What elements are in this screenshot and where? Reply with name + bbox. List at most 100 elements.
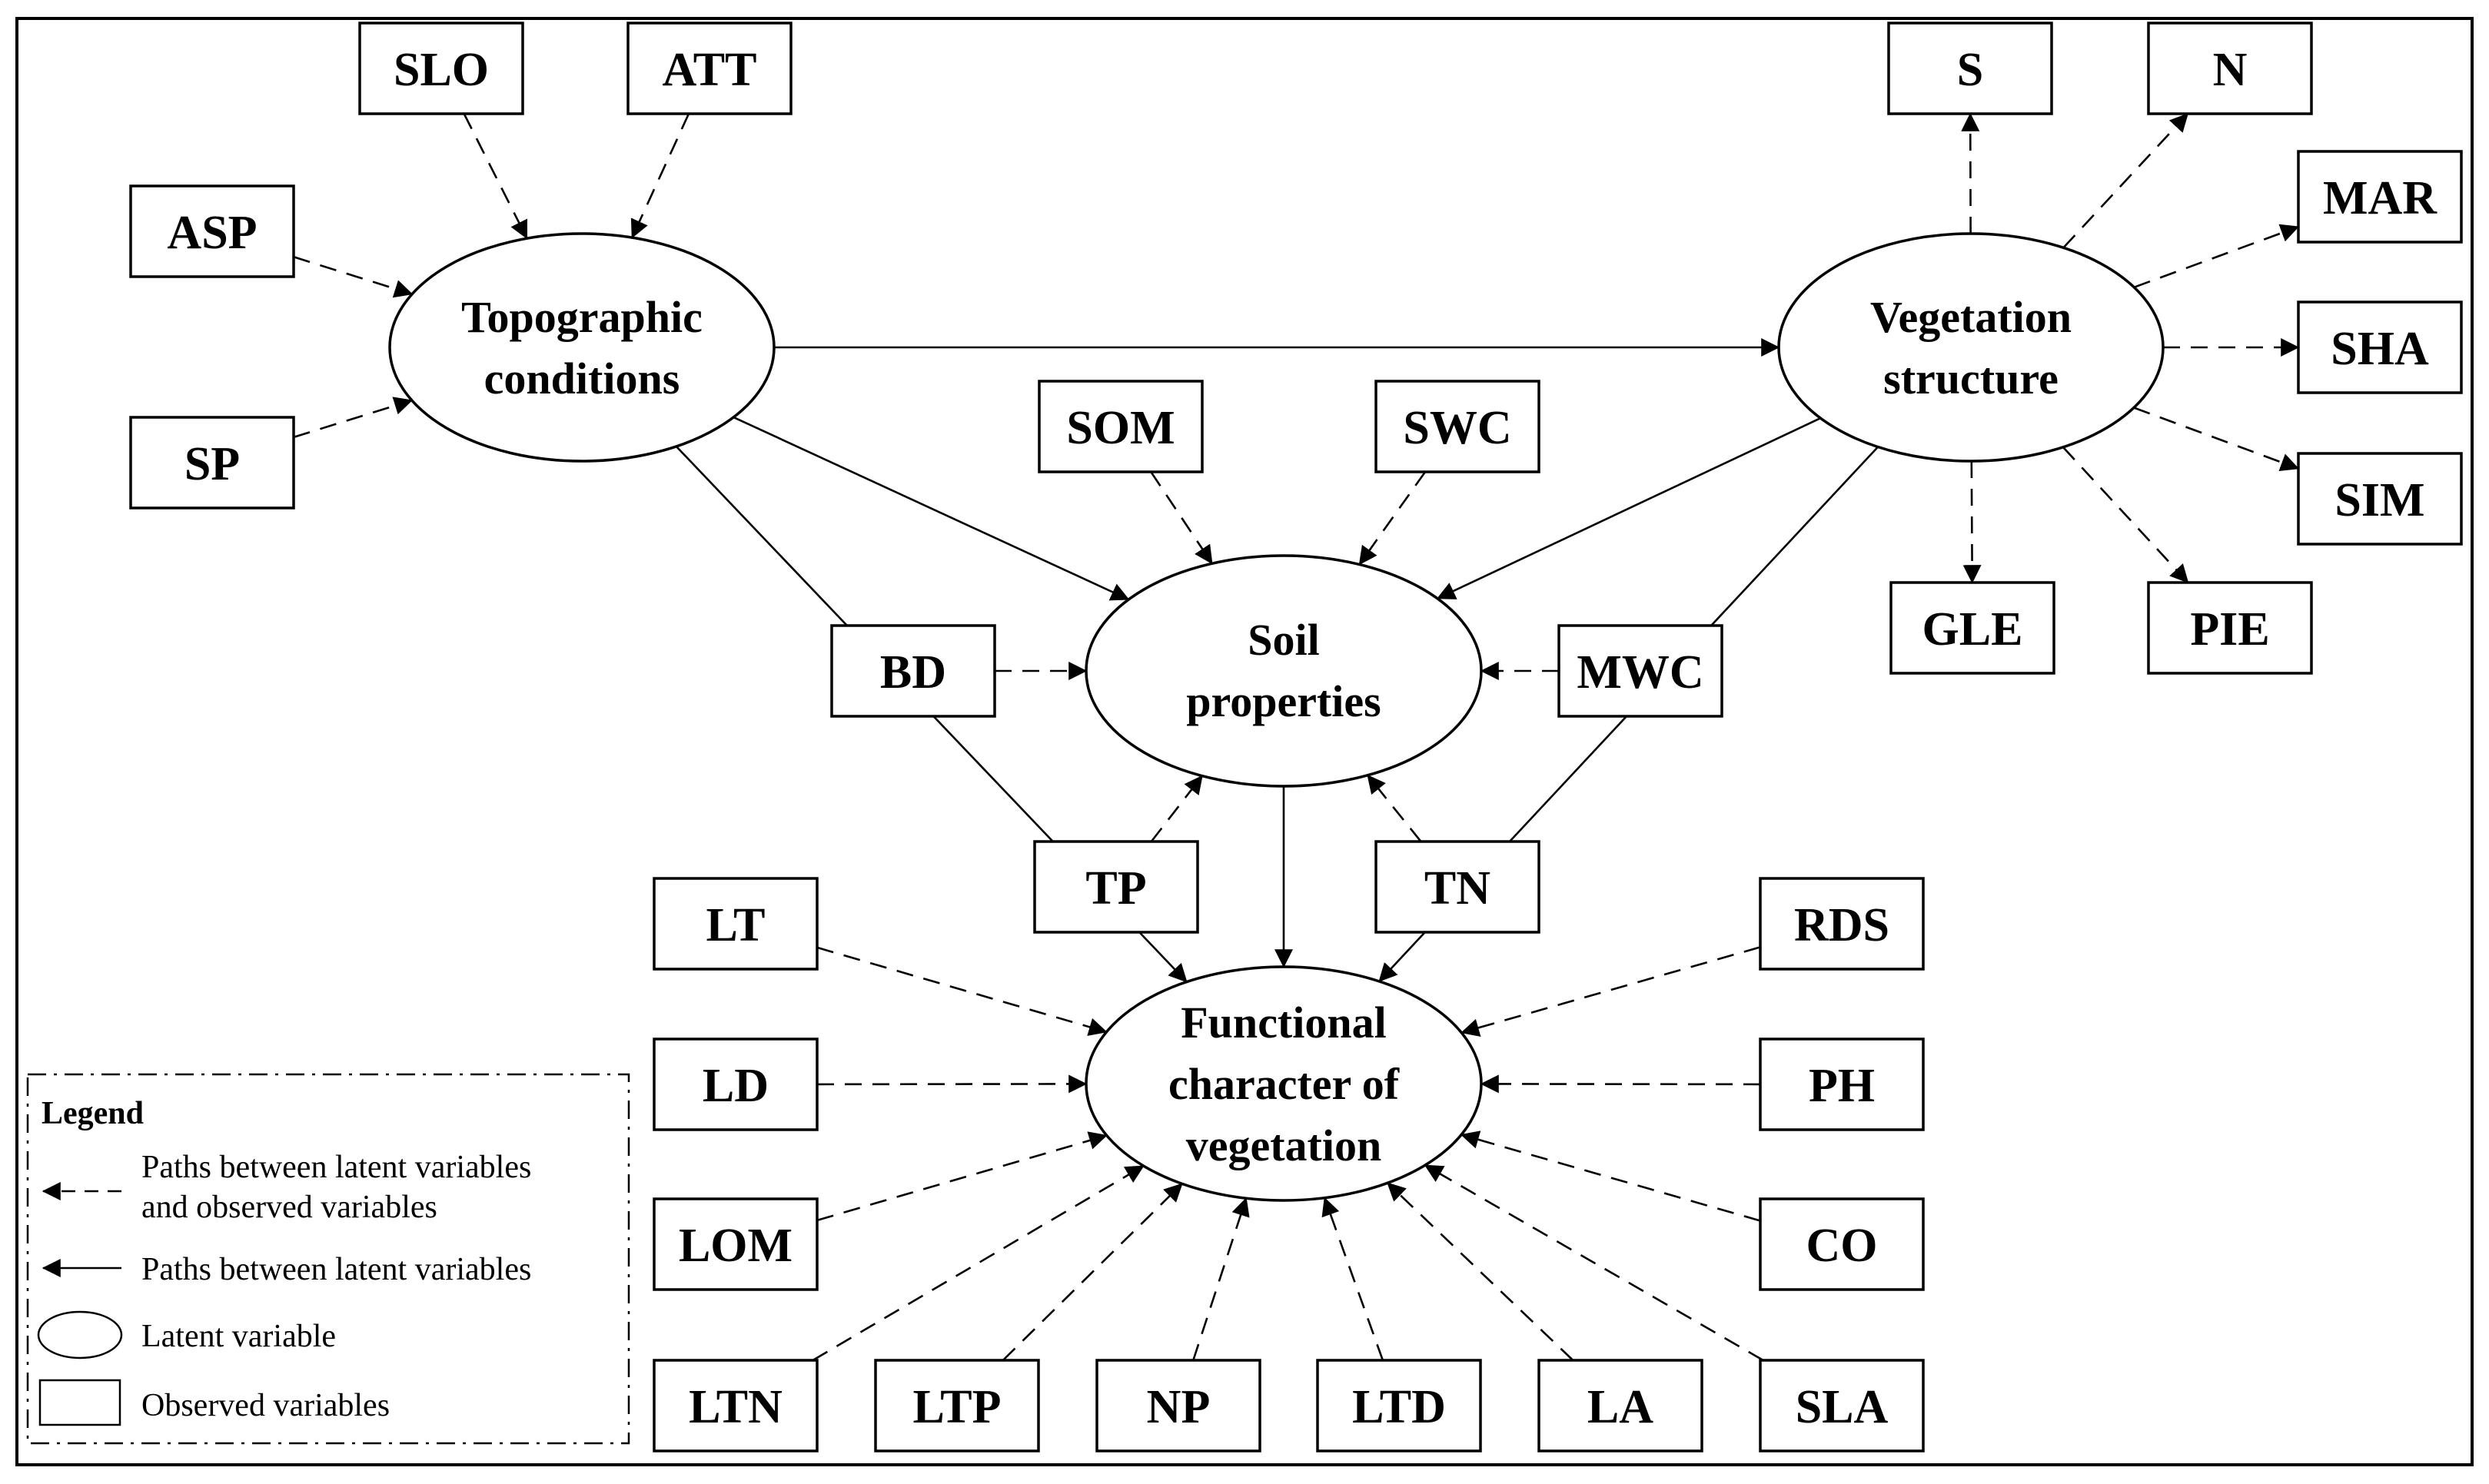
legend-observed-label: Observed variables (141, 1388, 390, 1423)
latent-label-line-1: Topographic (461, 292, 703, 342)
latent-label-line-2: conditions (484, 354, 680, 403)
path-veg-to-PIE (2062, 447, 2189, 583)
path-LTN-to-func (812, 1164, 1145, 1362)
path-LTD-to-func (1321, 1197, 1384, 1361)
latent-topographic-conditions: Topographic conditions (388, 232, 776, 463)
observed-SLO: SLO (358, 22, 524, 115)
path-veg-to-MAR (2133, 224, 2300, 289)
path-SWC-to-soil (1358, 471, 1427, 566)
legend-dashed-label-line-2: and observed variables (141, 1190, 437, 1225)
legend-latent-symbol (37, 1310, 123, 1360)
path-ASP-to-topo (293, 256, 414, 298)
observed-TN: TN (1374, 840, 1540, 934)
observed-NP: NP (1095, 1359, 1261, 1452)
observed-label: TN (1424, 862, 1490, 915)
observed-label: MAR (2323, 172, 2437, 224)
path-SP-to-topo (293, 397, 413, 439)
legend-latent-label: Latent variable (141, 1319, 336, 1354)
path-SLO-to-topo (463, 113, 528, 240)
observed-SOM: SOM (1038, 380, 1204, 473)
path-veg-to-N (2062, 113, 2189, 249)
observed-label: GLE (1922, 603, 2023, 656)
observed-LA: LA (1537, 1359, 1703, 1452)
observed-SLA: SLA (1759, 1359, 1925, 1452)
latent-soil-properties: Soil properties (1085, 554, 1483, 788)
observed-SIM: SIM (2297, 452, 2463, 546)
observed-label: RDS (1794, 899, 1889, 951)
path-SOM-to-soil (1150, 471, 1213, 565)
observed-label: LA (1587, 1381, 1653, 1433)
observed-ASP: ASP (129, 184, 295, 278)
observed-PH: PH (1759, 1037, 1925, 1131)
observed-label: PIE (2190, 603, 2269, 656)
observed-label: ATT (663, 44, 757, 96)
observed-TP: TP (1033, 840, 1199, 934)
path-topo-to-soil (733, 416, 1130, 601)
path-TN-to-soil (1367, 774, 1422, 842)
path-CO-to-func (1460, 1130, 1761, 1222)
observed-label: LD (703, 1060, 769, 1112)
observed-PIE: PIE (2147, 581, 2313, 675)
latent-label-line-1: Soil (1248, 615, 1320, 665)
observed-label: SIM (2334, 474, 2424, 526)
observed-SP: SP (129, 416, 295, 510)
path-LA-to-func (1387, 1182, 1574, 1361)
latent-label-line-1: Functional (1181, 998, 1387, 1047)
observed-MWC: MWC (1557, 624, 1723, 718)
path-ATT-to-topo (630, 113, 690, 239)
observed-GLE: GLE (1889, 581, 2055, 675)
observed-label: SOM (1066, 402, 1175, 454)
path-TP-to-soil (1150, 775, 1204, 842)
latent-functional-character-of-vegetation: Functional character of vegetation (1085, 965, 1483, 1202)
latent-label-line-3: vegetation (1186, 1120, 1382, 1170)
legend-title: Legend (42, 1096, 144, 1131)
observed-LTD: LTD (1316, 1359, 1482, 1452)
observed-label: TP (1085, 862, 1146, 915)
observed-label: SWC (1403, 402, 1511, 454)
legend-border (26, 1073, 630, 1445)
path-veg-to-SIM (2133, 407, 2300, 472)
observed-LOM: LOM (653, 1197, 819, 1291)
path-LOM-to-func (816, 1131, 1108, 1222)
latent-label-line-2: structure (1883, 354, 2059, 403)
observed-label: CO (1806, 1220, 1878, 1272)
observed-ATT: ATT (626, 22, 793, 115)
observed-label: MWC (1577, 646, 1703, 699)
path-NP-to-func (1192, 1197, 1250, 1361)
observed-LT: LT (653, 877, 819, 971)
latent-label-line-1: Vegetation (1870, 292, 2072, 342)
observed-label: LTD (1352, 1381, 1446, 1433)
observed-BD: BD (830, 624, 996, 718)
observed-LTN: LTN (653, 1359, 819, 1452)
observed-label: SP (184, 438, 240, 490)
observed-MAR: MAR (2297, 150, 2463, 244)
observed-N: N (2147, 22, 2313, 115)
path-LTP-to-func (1002, 1183, 1183, 1361)
observed-SHA: SHA (2297, 300, 2463, 394)
observed-S: S (1887, 22, 2053, 115)
observed-label: SLO (394, 44, 489, 96)
observed-label: SHA (2331, 323, 2429, 375)
observed-RDS: RDS (1759, 877, 1925, 971)
observed-label: PH (1809, 1060, 1875, 1112)
observed-LD: LD (653, 1037, 819, 1131)
path-RDS-to-func (1461, 946, 1761, 1037)
legend-solid-label: Paths between latent variables (141, 1252, 531, 1287)
legend-observed-symbol (38, 1379, 121, 1426)
path-LT-to-func (816, 946, 1108, 1036)
observed-label: LOM (679, 1220, 793, 1272)
path-veg-to-soil (1436, 402, 1841, 599)
observed-label: BD (880, 646, 946, 699)
latent-vegetation-structure: Vegetation structure (1777, 232, 2165, 463)
observed-label: LTN (689, 1381, 783, 1433)
legend: Legend Paths between latent variables an… (26, 1073, 630, 1445)
path-SLA-to-func (1424, 1164, 1764, 1362)
observed-SWC: SWC (1374, 380, 1540, 473)
observed-label: ASP (167, 207, 257, 259)
observed-label: LTP (913, 1381, 1002, 1433)
observed-label: N (2213, 44, 2248, 96)
latent-label-line-2: character of (1168, 1059, 1400, 1109)
legend-dashed-label-line-1: Paths between latent variables (141, 1150, 531, 1185)
observed-label: NP (1147, 1381, 1211, 1433)
